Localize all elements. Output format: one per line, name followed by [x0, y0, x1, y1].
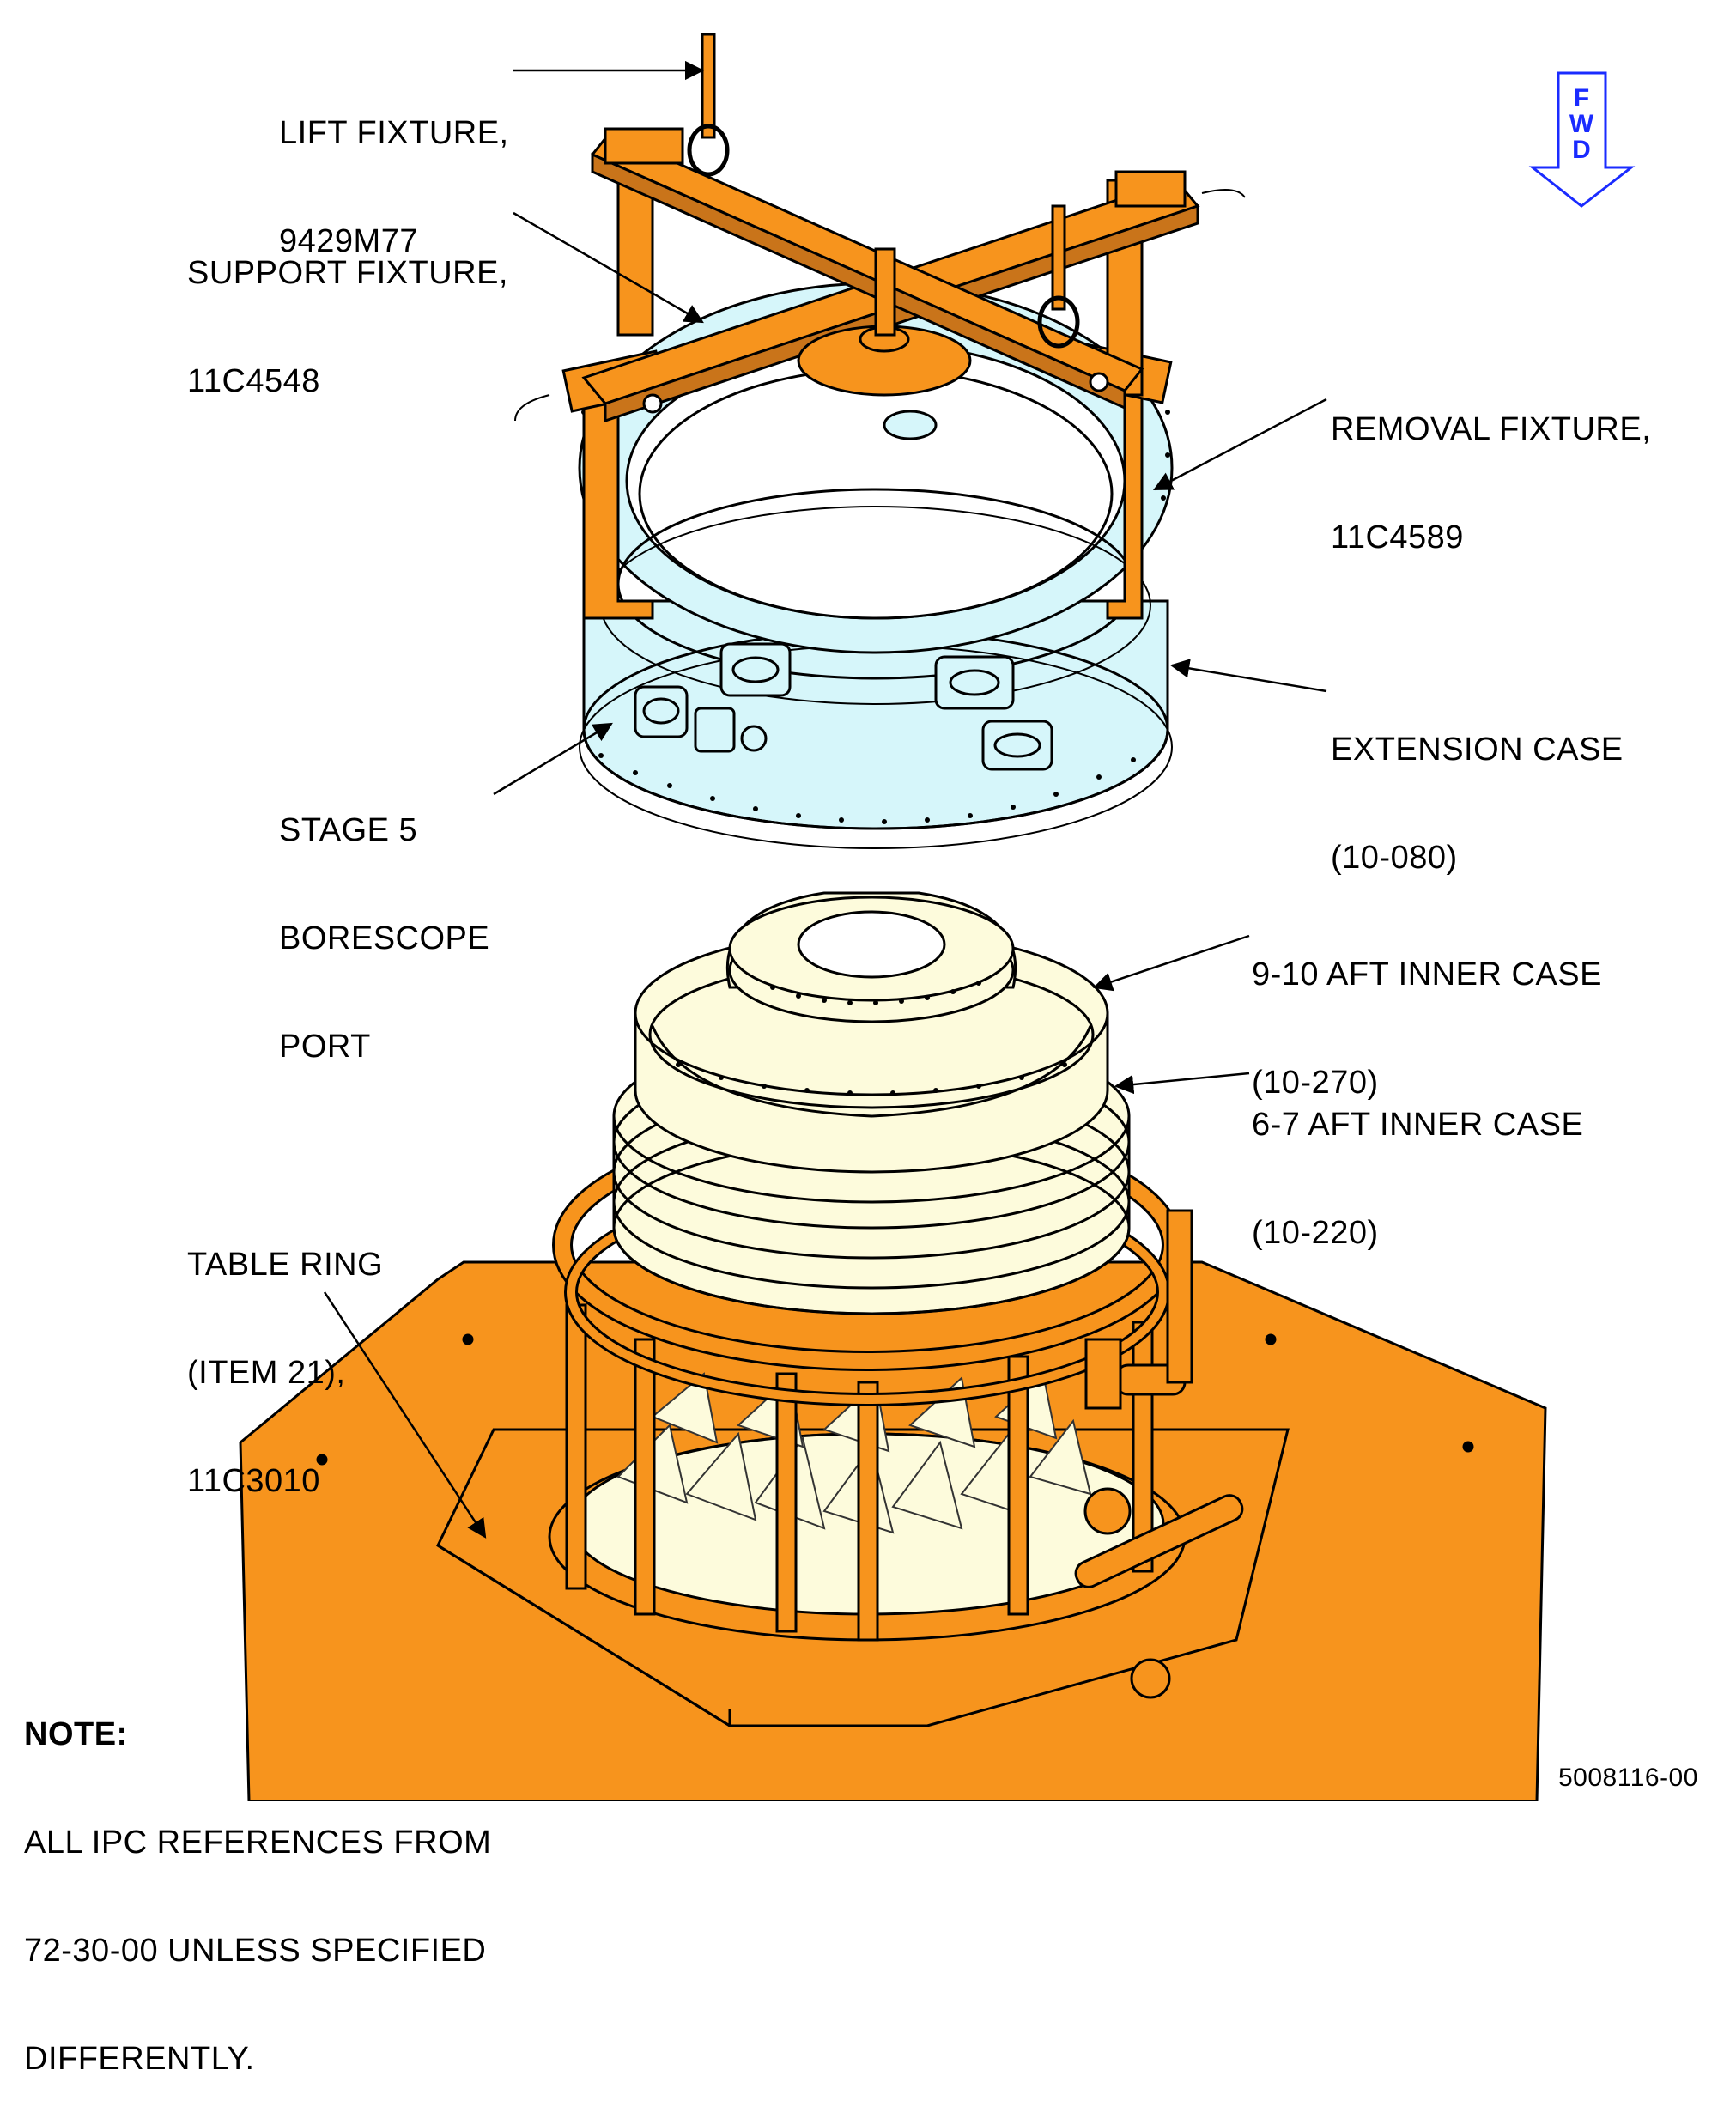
label-extension-case-line1: EXTENSION CASE [1331, 732, 1624, 768]
aft-inner-case-9-10 [634, 891, 1109, 1174]
fwd-letter-d: D [1572, 136, 1591, 164]
label-lift-fixture-line1: LIFT FIXTURE, [279, 115, 509, 151]
label-aft-inner-case-6-7: 6-7 AFT INNER CASE (10-220) [1252, 1035, 1583, 1287]
label-aft-inner-case-6-7-line2: (10-220) [1252, 1215, 1379, 1251]
note-line-2: 72-30-00 UNLESS SPECIFIED [24, 1933, 487, 1969]
fwd-letter-w: W [1569, 110, 1594, 138]
note-line-3: DIFFERENTLY. [24, 2041, 255, 2077]
fwd-letter-f: F [1573, 84, 1590, 112]
leader-lines [323, 60, 1327, 1539]
label-removal-fixture: REMOVAL FIXTURE, 11C4589 [1331, 339, 1651, 592]
label-stage5-port: STAGE 5 BORESCOPE PORT [279, 740, 489, 1101]
label-table-ring-line1: TABLE RING [187, 1247, 384, 1283]
label-lift-fixture: LIFT FIXTURE, 9429M77 [279, 43, 509, 295]
label-support-fixture-line2: 11C4548 [187, 363, 320, 399]
label-aft-inner-case-9-10-line2: (10-270) [1252, 1065, 1379, 1101]
label-table-ring: TABLE RING (ITEM 21), 11C3010 [187, 1175, 383, 1535]
label-stage5-port-line1: STAGE 5 [279, 812, 418, 848]
leader-aft-inner-case-9-10 [1092, 934, 1250, 992]
label-aft-inner-case-9-10-line1: 9-10 AFT INNER CASE [1252, 956, 1602, 993]
label-removal-fixture-line2: 11C4589 [1331, 519, 1464, 556]
engine-assembly-diagram [239, 33, 1636, 1801]
label-extension-case-line2: (10-080) [1331, 840, 1458, 876]
note-title: NOTE: [24, 1716, 128, 1752]
support-fixture [581, 127, 1200, 423]
leader-aft-inner-case-6-7 [1114, 1072, 1250, 1095]
fwd-arrow-icon [1528, 71, 1636, 208]
table-ring-frame [548, 1119, 1244, 1699]
note-line-1: ALL IPC REFERENCES FROM [24, 1825, 492, 1861]
extension-case [578, 282, 1174, 849]
label-stage5-port-line3: PORT [279, 1029, 371, 1065]
leader-stage5-port [493, 722, 613, 796]
label-table-ring-line3: 11C3010 [187, 1463, 320, 1499]
lift-fixture [514, 33, 1246, 422]
label-table-ring-line2: (ITEM 21), [187, 1355, 346, 1391]
label-aft-inner-case-9-10: 9-10 AFT INNER CASE (10-270) [1252, 884, 1602, 1137]
label-support-fixture: SUPPORT FIXTURE, 11C4548 [187, 183, 508, 435]
leader-extension-case [1169, 659, 1327, 693]
label-lift-fixture-line2: 9429M77 [279, 223, 418, 259]
leader-removal-fixture [1153, 398, 1327, 491]
label-removal-fixture-line1: REMOVAL FIXTURE, [1331, 411, 1652, 447]
leader-table-ring [323, 1291, 487, 1539]
label-stage5-port-line2: BORESCOPE [279, 920, 490, 956]
label-support-fixture-line1: SUPPORT FIXTURE, [187, 255, 508, 291]
label-aft-inner-case-6-7-line1: 6-7 AFT INNER CASE [1252, 1107, 1584, 1143]
note-block: NOTE: ALL IPC REFERENCES FROM 72-30-00 U… [24, 1644, 491, 2113]
figure-id: 5008116-00 [1558, 1764, 1698, 1792]
label-extension-case: EXTENSION CASE (10-080) [1331, 659, 1624, 912]
fwd-indicator: F W D [1564, 86, 1599, 163]
leader-support-fixture [513, 211, 704, 324]
